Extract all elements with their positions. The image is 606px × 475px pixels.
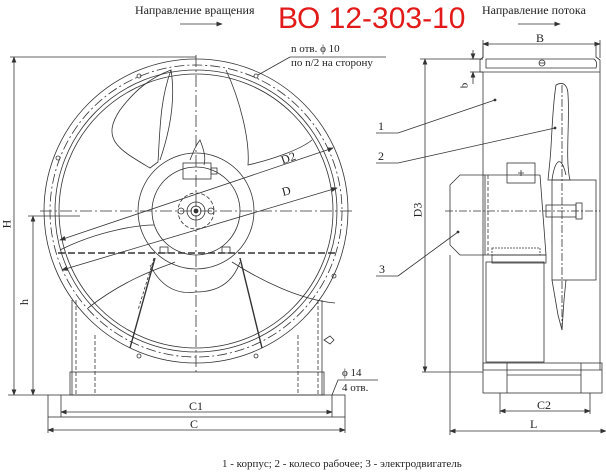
dim-L-label: L xyxy=(530,417,538,431)
dim-B-label: B xyxy=(536,31,545,45)
legend-caption: 1 - корпус; 2 - колесо рабочее; 3 - элек… xyxy=(222,458,462,470)
flow-direction-label: Направление потока xyxy=(482,3,586,17)
dim-C2-label: C2 xyxy=(537,398,552,412)
dim-h-label: h xyxy=(17,299,31,305)
dim-C-label: C xyxy=(190,417,199,431)
base-hole-line1: ϕ 14 xyxy=(342,367,362,379)
callout-3: 3 xyxy=(379,262,385,276)
base-hole-line2: 4 отв. xyxy=(342,382,369,394)
rotation-direction-label: Направление вращения xyxy=(135,3,255,17)
dim-b-label: b xyxy=(458,82,471,89)
hole-note-line2: по n/2 на сторону xyxy=(291,57,373,69)
callout-2: 2 xyxy=(378,149,384,163)
hole-note-line1: n отв. ϕ 10 xyxy=(291,43,340,55)
callout-1: 1 xyxy=(378,119,384,133)
dim-H-label: H xyxy=(0,219,14,229)
dim-D3-label: D3 xyxy=(410,202,425,218)
dim-C1-label: C1 xyxy=(189,399,204,413)
model-title: ВО 12-303-10 xyxy=(278,2,466,35)
